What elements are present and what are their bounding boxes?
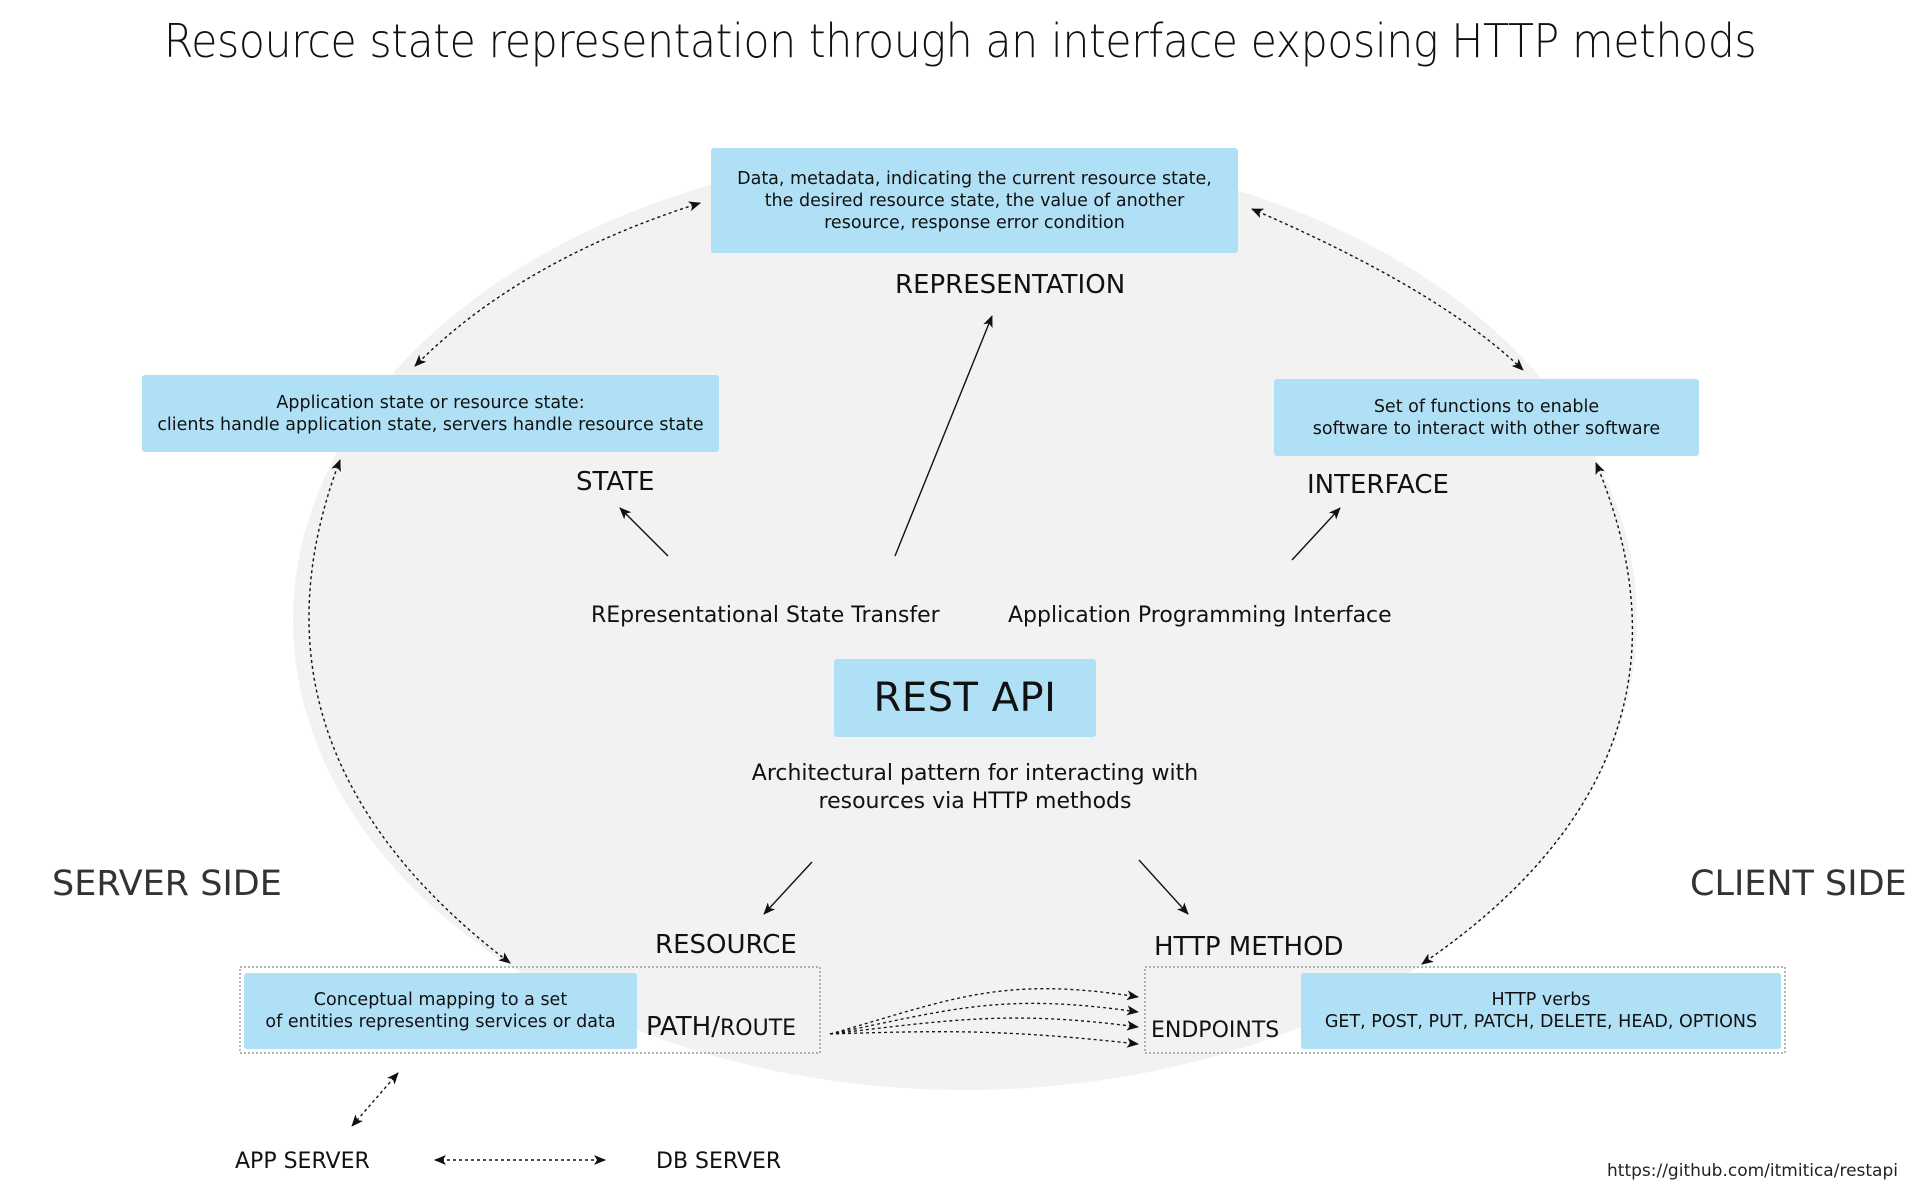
- diagram-title: Resource state representation through an…: [163, 14, 1757, 68]
- source-url[interactable]: https://github.com/itmitica/restapi: [1607, 1161, 1898, 1181]
- representation-box: Data, metadata, indicating the current r…: [711, 148, 1238, 253]
- app-server-label: APP SERVER: [235, 1149, 370, 1174]
- db-server-label: DB SERVER: [656, 1149, 782, 1174]
- rest-api-box: REST API: [834, 659, 1096, 737]
- http-method-label: HTTP METHOD: [1154, 932, 1344, 962]
- arrow-interface-http: [1421, 462, 1634, 965]
- rest-expansion: REpresentational State Transfer: [591, 603, 940, 628]
- resource-box: Conceptual mapping to a set of entities …: [244, 973, 637, 1049]
- interface-label: INTERFACE: [1307, 470, 1449, 500]
- rest-description: Architectural pattern for interacting wi…: [751, 761, 1199, 814]
- arrow-resource-appserver: [351, 1072, 399, 1127]
- arrow-to-http-method: [1138, 859, 1189, 915]
- route-arrow-4: [829, 1031, 1139, 1048]
- path-route-label: PATH/ROUTE: [646, 1012, 796, 1042]
- representation-label: REPRESENTATION: [895, 270, 1126, 300]
- resource-group-frame: [239, 966, 821, 1054]
- route-label: ROUTE: [719, 1016, 797, 1041]
- state-box: Application state or resource state: cli…: [142, 375, 719, 452]
- arrow-to-resource: [763, 861, 813, 915]
- api-expansion: Application Programming Interface: [1008, 603, 1392, 628]
- route-arrow-1: [829, 988, 1139, 1035]
- arrow-to-interface: [1291, 507, 1341, 561]
- path-label: PATH/: [646, 1012, 720, 1042]
- arrow-representation-state: [414, 201, 701, 367]
- arrow-state-resource: [308, 459, 511, 964]
- endpoints-label: ENDPOINTS: [1151, 1018, 1280, 1043]
- arrow-to-representation: [894, 315, 993, 557]
- http-method-group-frame: [1144, 966, 1786, 1054]
- route-arrow-2: [829, 1002, 1139, 1035]
- client-side-label: CLIENT SIDE: [1690, 864, 1907, 904]
- arrow-to-state: [619, 507, 669, 557]
- http-verbs-box: HTTP verbs GET, POST, PUT, PATCH, DELETE…: [1301, 973, 1781, 1049]
- interface-box: Set of functions to enable software to i…: [1274, 379, 1699, 456]
- resource-label: RESOURCE: [655, 930, 797, 960]
- arrow-representation-interface: [1251, 208, 1524, 371]
- server-side-label: SERVER SIDE: [52, 864, 282, 904]
- state-label: STATE: [576, 467, 655, 497]
- route-arrow-3: [829, 1017, 1139, 1035]
